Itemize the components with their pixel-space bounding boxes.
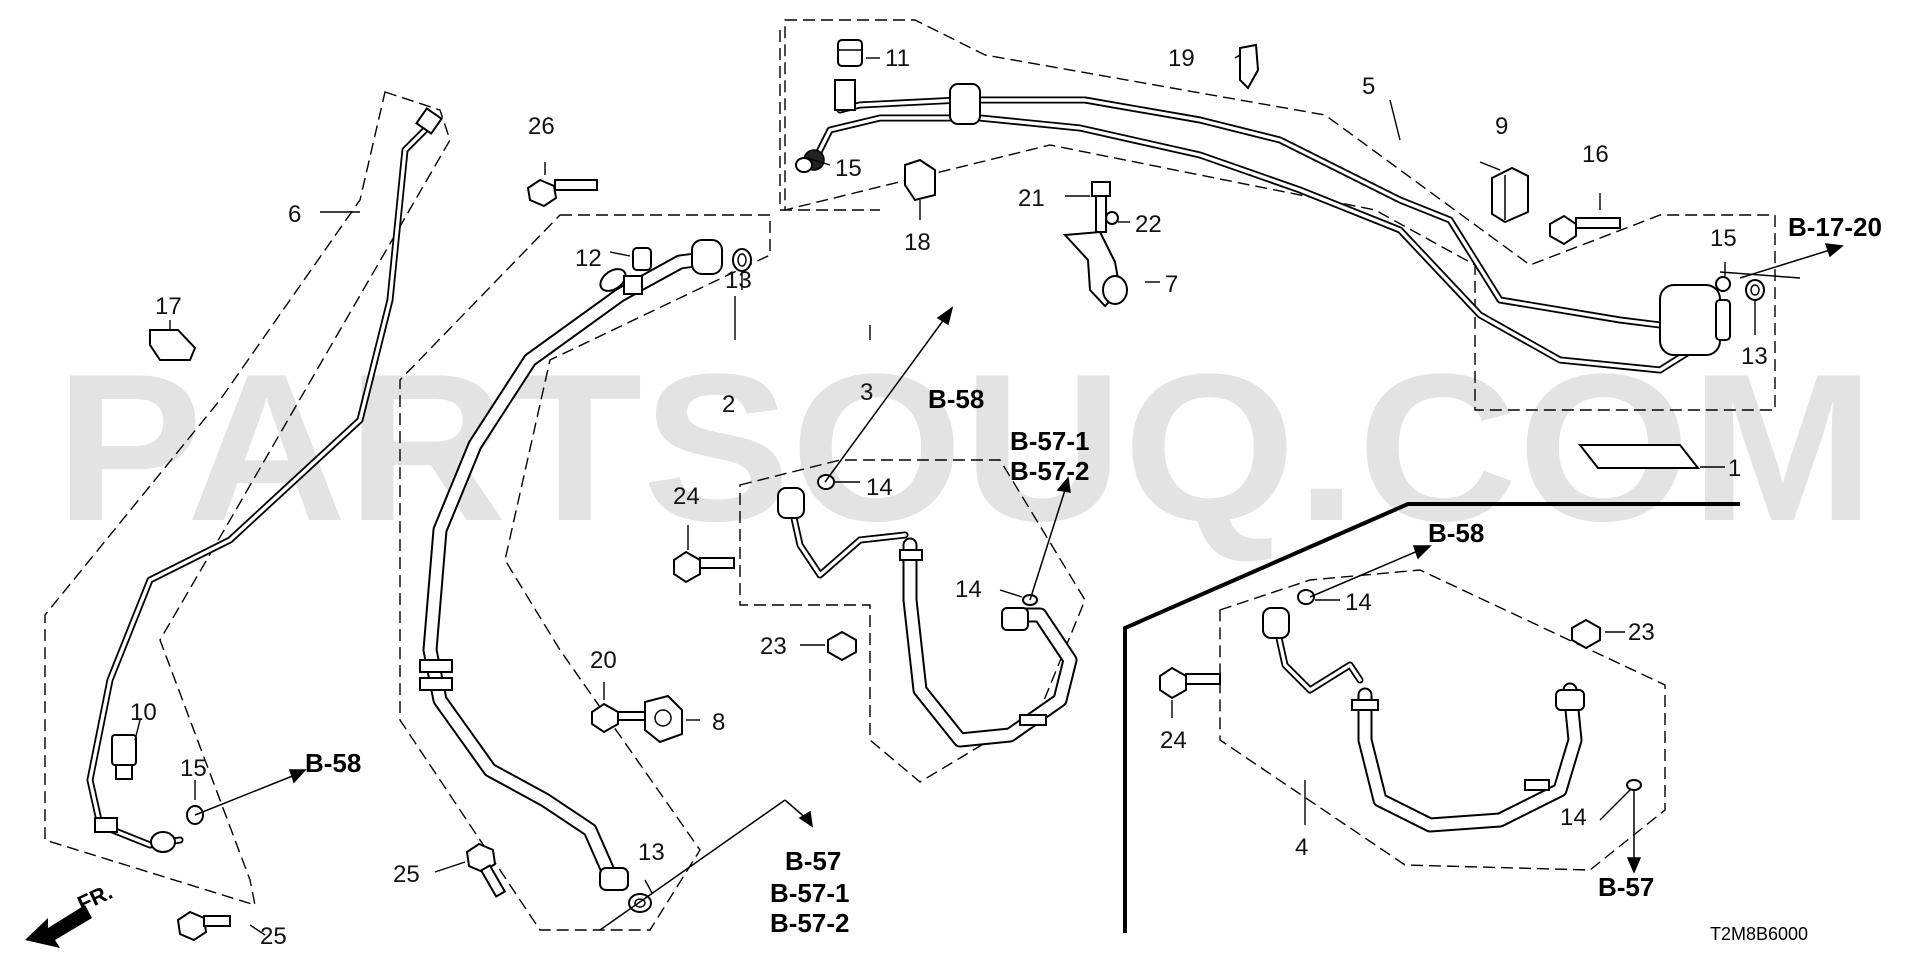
callout-24b: 24	[1160, 727, 1187, 754]
part-15-oring-right	[1715, 276, 1731, 292]
leader-lines	[134, 54, 1756, 936]
part-20-bolt	[591, 702, 649, 734]
part-14-oring-4b	[1626, 779, 1642, 791]
ref-b-57-1[interactable]: B-57-1	[1010, 426, 1089, 456]
part-23-nut-a	[827, 630, 857, 662]
part-24-bolt-b	[1159, 666, 1221, 700]
outline-part-2	[399, 214, 771, 931]
callout-17: 17	[155, 293, 182, 320]
outline-part-6	[44, 91, 451, 907]
callout-14a: 14	[866, 474, 893, 501]
part-26-bolt	[526, 178, 598, 208]
callout-21: 21	[1018, 185, 1045, 212]
callout-8: 8	[712, 709, 725, 736]
callout-5: 5	[1362, 73, 1375, 100]
part-22-screw	[1105, 211, 1119, 225]
callout-2: 2	[722, 391, 735, 418]
part-11-cap	[837, 39, 863, 67]
front-direction-arrow: FR.	[25, 879, 116, 948]
part-15-oring-top	[795, 157, 813, 173]
part-14-oring-3a	[817, 474, 835, 490]
part-7-bracket	[1062, 230, 1128, 308]
part-19-clip	[1239, 43, 1260, 90]
part-24-bolt-a	[673, 550, 735, 584]
callout-3: 3	[860, 379, 873, 406]
callout-14c: 14	[1345, 589, 1372, 616]
hose-part-3	[777, 487, 1078, 748]
part-9-block	[1491, 166, 1529, 224]
callout-4: 4	[1295, 834, 1308, 861]
ref-b-57-right[interactable]: B-57	[1598, 872, 1654, 902]
ref-b-17-20[interactable]: B-17-20	[1788, 212, 1882, 242]
callout-1: 1	[1728, 455, 1741, 482]
callout-13b: 13	[1741, 343, 1768, 370]
part-8-clamp	[644, 694, 683, 744]
ref-b-58-left[interactable]: B-58	[305, 748, 361, 778]
callout-25a: 25	[260, 923, 287, 950]
callout-16: 16	[1582, 141, 1609, 168]
outline-frame	[779, 30, 880, 211]
part-14-oring-4a	[1297, 589, 1315, 605]
ref-b-57-2[interactable]: B-57-2	[1010, 456, 1089, 486]
callout-23b: 23	[1628, 619, 1655, 646]
part-17-clip	[149, 329, 197, 361]
callout-22: 22	[1135, 211, 1162, 238]
callout-15b: 15	[1710, 225, 1737, 252]
ref-b-57-bottom[interactable]: B-57	[785, 846, 841, 876]
part-23-nut-b	[1571, 618, 1601, 650]
part-10-switch	[111, 734, 137, 780]
callout-9: 9	[1495, 113, 1508, 140]
callout-12: 12	[575, 245, 602, 272]
callout-26: 26	[528, 113, 555, 140]
part-16-bolt	[1549, 214, 1621, 246]
watermark-text: PARTSOUQ.COM	[55, 330, 1875, 565]
callout-15a: 15	[835, 155, 862, 182]
part-18-clip	[904, 158, 936, 202]
pipe-part-5	[803, 79, 1731, 374]
callout-20: 20	[590, 647, 617, 674]
callout-14d: 14	[1560, 804, 1587, 831]
ref-b-58-right[interactable]: B-58	[1428, 518, 1484, 548]
callout-13a: 13	[725, 267, 752, 294]
outline-part-5	[784, 19, 1776, 411]
part-12-fitting	[623, 247, 652, 295]
hose-part-4	[1262, 607, 1585, 833]
ref-b-58-top[interactable]: B-58	[928, 384, 984, 414]
ref-b-57-2-bottom[interactable]: B-57-2	[770, 908, 849, 938]
callout-7: 7	[1165, 271, 1178, 298]
callout-18: 18	[904, 229, 931, 256]
pipe-part-6	[86, 107, 443, 853]
ref-b-57-1-bottom[interactable]: B-57-1	[770, 878, 849, 908]
diagram-code: T2M8B6000	[1710, 924, 1808, 944]
callout-15c: 15	[180, 755, 207, 782]
callout-25b: 25	[393, 861, 420, 888]
callout-6: 6	[288, 201, 301, 228]
callout-14b: 14	[955, 576, 982, 603]
outline-part-4	[1219, 569, 1666, 871]
section-separator	[1123, 502, 1740, 933]
callout-10: 10	[130, 699, 157, 726]
callout-23a: 23	[760, 633, 787, 660]
part-25-bolt-left	[176, 910, 231, 942]
part-25-bolt-mid	[465, 842, 507, 898]
callout-24a: 24	[673, 483, 700, 510]
part-13-oring-top	[732, 248, 752, 272]
part-1-label-plate	[1577, 444, 1701, 469]
callout-19: 19	[1168, 45, 1195, 72]
outline-part-3	[739, 459, 1086, 783]
callout-11: 11	[885, 45, 910, 72]
reference-arrows	[194, 243, 1844, 931]
part-13-oring-right	[1745, 279, 1765, 301]
part-21-bolt	[1091, 181, 1111, 233]
callout-13c: 13	[638, 839, 665, 866]
